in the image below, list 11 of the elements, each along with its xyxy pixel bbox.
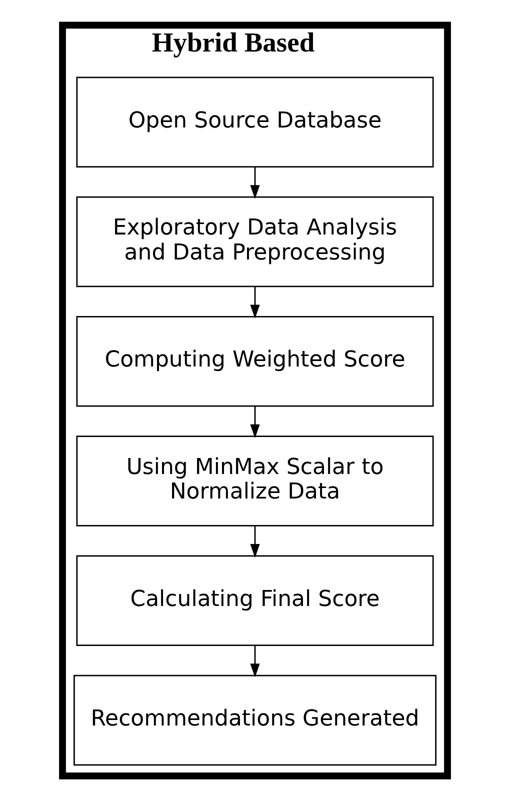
node-box: Recommendations Generated (74, 674, 436, 766)
arrow (250, 406, 260, 438)
arrow (250, 166, 260, 199)
node-box: Using MinMax Scalar to Normalize Data (76, 436, 434, 526)
node-box: Open Source Database (76, 76, 434, 168)
node-box: Exploratory Data Analysis and Data Preprocessing (76, 196, 434, 288)
node-box: Computing Weighted Score (76, 316, 434, 407)
arrow (250, 645, 260, 678)
arrow (250, 526, 260, 558)
arrow (250, 286, 260, 318)
node-box: Calculating Final Score (76, 555, 434, 646)
